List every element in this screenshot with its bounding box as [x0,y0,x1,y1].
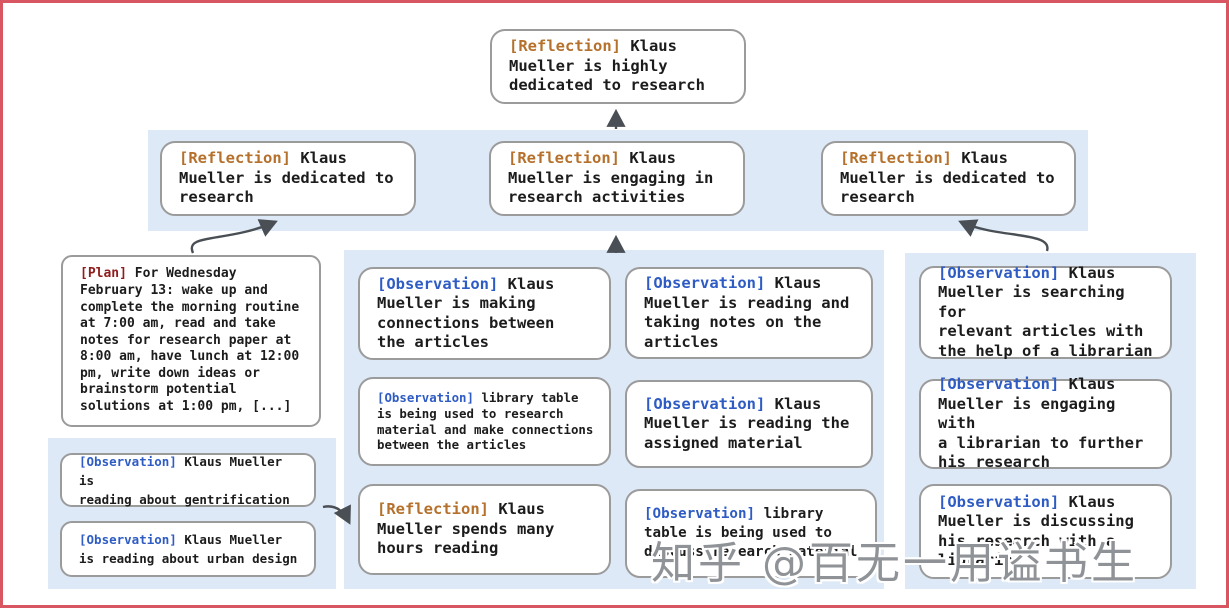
node-observation-assigned-material: [Observation] Klaus Mueller is reading t… [625,380,873,468]
plan-tag: [Plan] [80,266,127,282]
observation-tag: [Observation] [938,492,1060,511]
node-observation-making-connections: [Observation] Klaus Mueller is making co… [358,267,611,360]
node-observation-library-table-research: [Observation] library table is being use… [358,377,611,466]
observation-tag: [Observation] [79,453,177,469]
observation-tag: [Observation] [79,532,177,547]
node-reflection-right: [Reflection] Klaus Mueller is dedicated … [821,141,1076,216]
observation-tag: [Observation] [644,274,766,292]
node-observation-library-table-discuss: [Observation] library table is being use… [625,489,877,578]
watermark: 知乎 @百无一用谥书生 [651,538,1138,589]
observation-tag: [Observation] [377,274,499,293]
node-reflection-spends-hours-reading: [Reflection] Klaus Mueller spends many h… [358,484,611,575]
reflection-tag: [Reflection] [377,500,489,519]
node-text: library table is being used to discuss r… [644,506,858,560]
node-text: library table is being used to research … [377,389,594,453]
node-text: Klaus Mueller is reading about urban des… [79,532,298,566]
node-text: Klaus Mueller is making connections betw… [377,274,555,352]
node-text: Klaus Mueller is engaging in research ac… [508,149,714,207]
reflection-tag: [Reflection] [179,149,291,168]
node-observation-gentrification: [Observation] Klaus Mueller is reading a… [60,453,316,507]
node-text: Klaus Mueller is engaging with a librari… [938,375,1144,472]
node-text: For Wednesday February 13: wake up and c… [80,266,300,415]
reflection-tag: [Reflection] [840,149,952,168]
node-text: Klaus Mueller is searching for relevant … [938,263,1153,360]
node-text: Klaus Mueller spends many hours reading [377,500,555,558]
node-text: Klaus Mueller is discussing his research… [938,492,1134,570]
reflection-tag: [Reflection] [508,149,620,168]
reflection-tag: [Reflection] [509,37,621,56]
node-observation-engaging-librarian: [Observation] Klaus Mueller is engaging … [919,375,1172,471]
node-text: Klaus Mueller is dedicated to research [179,149,394,207]
node-root-reflection: [Reflection] Klaus Mueller is highly ded… [490,29,746,104]
node-observation-searching-articles: [Observation] Klaus Mueller is searching… [919,263,1172,360]
node-reflection-left: [Reflection] Klaus Mueller is dedicated … [160,141,416,216]
node-text: Klaus Mueller is dedicated to research [840,149,1055,207]
node-observation-discussing-research: [Observation] Klaus Mueller is discussin… [919,484,1172,579]
node-text: Klaus Mueller is reading about gentrific… [79,453,290,507]
observation-tag: [Observation] [644,506,756,522]
node-plan: [Plan] For Wednesday February 13: wake u… [61,255,321,427]
observation-tag: [Observation] [644,394,766,413]
observation-tag: [Observation] [377,389,474,405]
node-text: Klaus Mueller is reading and taking note… [644,274,850,351]
node-observation-taking-notes: [Observation] Klaus Mueller is reading a… [625,267,873,359]
observation-tag: [Observation] [938,263,1060,282]
node-text: Klaus Mueller is highly dedicated to res… [509,37,705,95]
node-observation-urban-design: [Observation] Klaus Mueller is reading a… [60,521,316,577]
observation-tag: [Observation] [938,375,1060,394]
node-reflection-middle: [Reflection] Klaus Mueller is engaging i… [489,141,745,216]
node-text: Klaus Mueller is reading the assigned ma… [644,394,850,452]
